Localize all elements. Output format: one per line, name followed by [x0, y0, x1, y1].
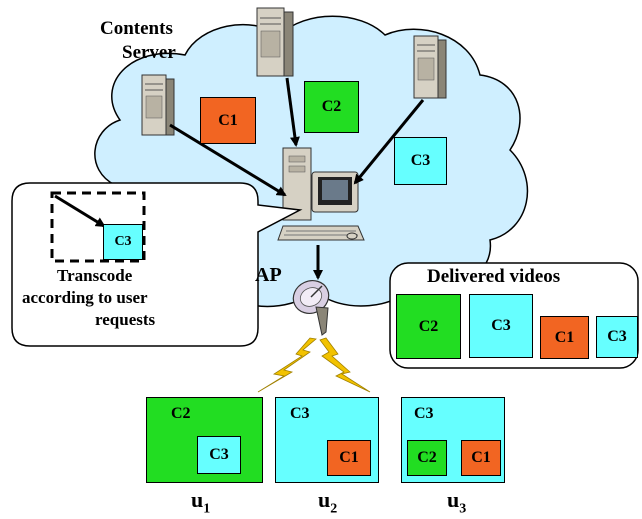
- arrow-server-left-to-ap: [169, 123, 287, 197]
- arrow-server-right-to-ap: [353, 99, 425, 185]
- callout-balloon: [11, 182, 303, 347]
- user-2-screen: C3 C1: [275, 397, 379, 483]
- user-3-inner-c2: C2: [407, 440, 447, 476]
- delivered-videos-title: Delivered videos: [427, 266, 561, 287]
- user-1-main-tag: C2: [171, 405, 191, 422]
- antenna-icon: [292, 280, 330, 336]
- transcode-arrow: [54, 194, 106, 228]
- user-3-label-main: u: [447, 487, 460, 512]
- server-icon-middle: [256, 7, 294, 77]
- transcode-dashed-frame: [50, 191, 146, 263]
- lightning-bolt-right: [319, 337, 371, 393]
- callout-content-c3: C3: [103, 224, 143, 260]
- user-3-main-tag: C3: [414, 405, 434, 422]
- user-2-label: u2: [318, 487, 337, 517]
- callout-text-line1: Transcode: [57, 266, 133, 285]
- arrow-server-middle-to-ap: [285, 77, 300, 147]
- cloud-content-c1: C1: [200, 97, 256, 144]
- server-label-line2: Server: [122, 42, 176, 63]
- user-3-inner-c1: C1: [461, 440, 501, 476]
- user-3-screen: C3 C2 C1: [401, 397, 505, 483]
- delivered-item-c1: C1: [540, 316, 589, 359]
- server-icon-right: [413, 35, 447, 99]
- user-1-label: u1: [191, 487, 210, 517]
- user-3-label-sub: 3: [459, 501, 467, 517]
- user-3-label: u3: [447, 487, 466, 517]
- user-1-label-sub: 1: [203, 501, 211, 517]
- user-2-main-tag: C3: [290, 405, 310, 422]
- user-2-inner-c1: C1: [327, 440, 371, 476]
- ap-label: AP: [255, 264, 282, 286]
- user-1-screen: C2 C3: [146, 397, 263, 483]
- delivered-item-c3-large: C3: [469, 294, 533, 358]
- cloud-content-c2: C2: [304, 81, 359, 133]
- delivered-item-c3-small: C3: [596, 316, 638, 358]
- cloud-content-c3: C3: [394, 137, 447, 185]
- user-2-label-sub: 2: [330, 501, 338, 517]
- user-1-inner-c3: C3: [197, 436, 241, 474]
- callout-text-line3: requests: [95, 310, 156, 329]
- server-icon-left: [141, 74, 175, 136]
- user-2-label-main: u: [318, 487, 331, 512]
- callout-text-line2: according to user: [22, 288, 148, 307]
- delivered-item-c2: C2: [396, 294, 461, 359]
- server-label-line1: Contents: [100, 18, 173, 39]
- lightning-bolt-left: [257, 337, 317, 393]
- user-1-label-main: u: [191, 487, 204, 512]
